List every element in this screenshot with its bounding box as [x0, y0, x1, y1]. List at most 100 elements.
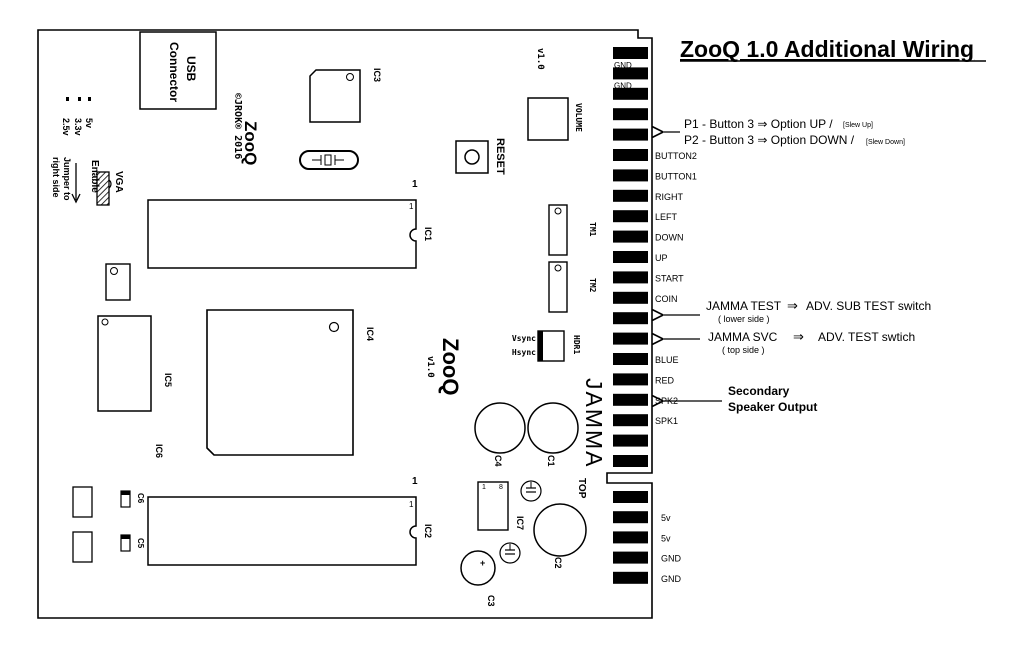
- pin-label: 5v: [661, 513, 671, 523]
- reset-button: RESET: [455, 138, 506, 175]
- logo-left: ZooQ: [241, 121, 260, 165]
- jamma-pin-lower: [613, 531, 648, 544]
- enable-label: Enable: [89, 160, 100, 193]
- ic7-chip: 1 8 IC7: [477, 481, 525, 531]
- ic2-label: IC2: [423, 524, 433, 538]
- speaker-output-text: Speaker Output: [728, 400, 817, 414]
- voltage-5v: 5v: [84, 118, 94, 128]
- c5-label: C5: [136, 538, 145, 549]
- vga-label: VGA: [113, 171, 124, 193]
- tm2-label: TM2: [588, 278, 597, 293]
- ic7-pin1: 1: [482, 484, 486, 491]
- pin-label: BLUE: [655, 355, 679, 365]
- jumper-note-1: Jumper to: [62, 157, 72, 201]
- ic5-chip: IC5: [97, 315, 173, 412]
- p1-note: [Slew Up]: [843, 122, 873, 129]
- c3-label: C3: [486, 595, 496, 607]
- jamma-pin-upper: [613, 189, 648, 202]
- jamma-pin-upper: [613, 149, 648, 161]
- capacitor-c6: C6: [120, 490, 145, 508]
- jamma-pin-lower: [613, 491, 648, 503]
- ic7-pin8: 8: [499, 484, 503, 491]
- c6-label: C6: [136, 493, 145, 504]
- jamma-pin-upper: [613, 373, 648, 386]
- jamma-svc-text: JAMMA SVC: [708, 330, 778, 344]
- ic2-chip: 1 1 IC2: [147, 476, 433, 566]
- top-side-text: ( top side ): [722, 345, 765, 355]
- pin-label: UP: [655, 253, 668, 263]
- capacitor-c5: C5: [120, 534, 145, 552]
- annotation-jamma-test: JAMMA TEST ⇒ ADV. SUB TEST switch ( lowe…: [662, 298, 931, 324]
- tm1-label: TM1: [588, 222, 597, 237]
- capacitor-c4: C4: [474, 402, 526, 467]
- version-center: v1.0: [425, 356, 435, 378]
- c4-label: C4: [493, 455, 503, 467]
- passive-left-2: [72, 531, 93, 563]
- pin-label: COIN: [655, 294, 678, 304]
- capacitor-c2: C2: [533, 503, 587, 569]
- copyright-label: ©JROK® 2016: [232, 93, 243, 159]
- ic2-pin1-inner: 1: [409, 500, 414, 509]
- hdr1-header: Vsync Hsync HDR1: [512, 330, 581, 362]
- pin-label: START: [655, 273, 684, 283]
- jamma-pin-upper: [613, 393, 648, 406]
- usb-label: USB: [184, 56, 198, 82]
- pin-label: GND: [614, 61, 632, 70]
- jamma-test-text: JAMMA TEST: [706, 299, 782, 313]
- pin-label: RED: [655, 375, 675, 385]
- ic1-chip: 1 1 IC1: [147, 179, 433, 269]
- jamma-pins-upper: GNDGNDBUTTON2BUTTON1RIGHTLEFTDOWNUPSTART…: [613, 47, 697, 467]
- jamma-pin-lower: [613, 571, 648, 584]
- jamma-pin-upper: [613, 67, 648, 80]
- p2-text: P2 - Button 3 ⇒ Option DOWN /: [684, 133, 855, 147]
- c2-label: C2: [553, 557, 563, 569]
- jamma-pin-upper: [613, 47, 648, 59]
- capacitor-c1: C1: [527, 402, 579, 467]
- voltage-2v5: 2.5v: [61, 118, 71, 136]
- hsync-label: Hsync: [512, 348, 536, 357]
- usb-connector: USB Connector: [139, 31, 217, 110]
- voltage-jumper-area: 5v 3.3v 2.5v VGA Enable Jumper to right …: [51, 97, 124, 206]
- jumper-note-2: right side: [51, 157, 61, 198]
- ic4-label: IC4: [365, 327, 375, 341]
- voltage-3v3: 3.3v: [73, 118, 83, 136]
- jamma-pin-upper: [613, 128, 648, 141]
- pin-label: BUTTON2: [655, 151, 697, 161]
- adv-sub-test-text: ADV. SUB TEST switch: [806, 299, 931, 313]
- jamma-pin-upper: [613, 271, 648, 284]
- ic1-pin1-outer: 1: [412, 179, 418, 190]
- capacitor-c3: + C3: [460, 550, 496, 607]
- p2-note: [Slew Down]: [866, 139, 905, 146]
- jamma-svc-arrow: ⇒: [793, 329, 804, 344]
- pin-label: GND: [661, 574, 682, 584]
- jamma-pin-upper: [613, 353, 648, 365]
- jamma-label: JAMMA: [581, 378, 607, 469]
- hdr1-label: HDR1: [572, 335, 581, 354]
- ic1-pin1-inner: 1: [409, 202, 414, 211]
- ic3-chip: IC3: [309, 68, 382, 123]
- jamma-pin-upper: [613, 414, 648, 427]
- crystal-oscillator: [299, 150, 359, 170]
- jamma-pin-upper: [613, 455, 648, 467]
- c1-label: C1: [546, 455, 556, 467]
- vsync-label: Vsync: [512, 334, 536, 343]
- annotation-button3: P1 - Button 3 ⇒ Option UP / [Slew Up] P2…: [662, 117, 905, 147]
- jamma-pin-upper: [613, 332, 648, 345]
- jamma-pin-lower: [613, 551, 648, 564]
- ic4-chip: IC4: [206, 309, 375, 456]
- connector-label: Connector: [167, 42, 181, 102]
- diagram-title: ZooQ 1.0 Additional Wiring: [680, 36, 974, 62]
- jamma-pin-upper: [613, 312, 648, 325]
- tm2-component: TM2: [548, 261, 597, 313]
- jamma-pin-upper: [613, 230, 648, 243]
- pin-label: DOWN: [655, 233, 684, 243]
- ic3-label: IC3: [372, 68, 382, 82]
- jamma-pin-upper: [613, 251, 648, 263]
- ic7-label: IC7: [515, 516, 525, 530]
- annotation-jamma-svc: JAMMA SVC ⇒ ADV. TEST swtich ( top side …: [662, 329, 915, 355]
- jamma-pin-upper: [613, 87, 648, 100]
- volume-label: VOLUME: [574, 103, 583, 132]
- passive-left-1: [72, 486, 93, 518]
